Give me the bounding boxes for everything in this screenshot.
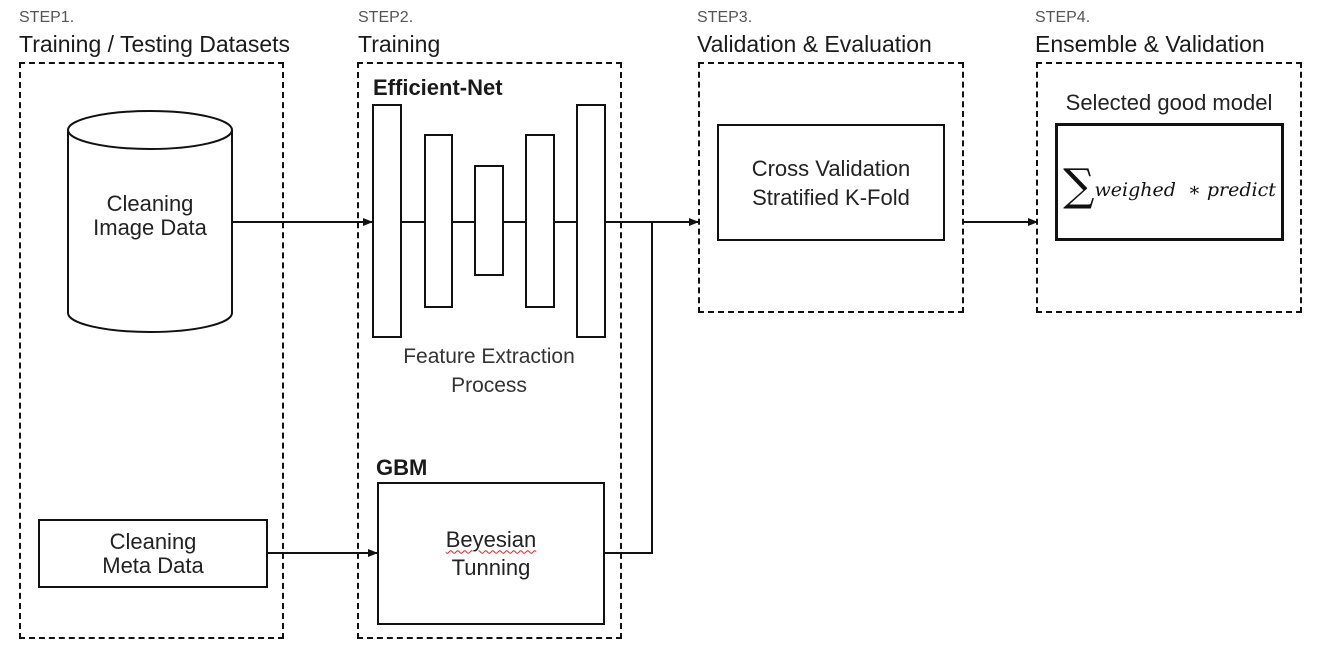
step3-title: Validation & Evaluation	[697, 31, 932, 57]
weighted-sum-box: ∑weighed ∗predict	[1055, 123, 1284, 241]
weighted-sum-formula: ∑weighed ∗predict	[1063, 160, 1276, 208]
efficientnet-layer-1	[372, 104, 402, 338]
image-data-label: Cleaning Image Data	[68, 192, 232, 240]
feature-extraction-label: Feature Extraction Process	[373, 342, 605, 400]
efficientnet-layer-4	[525, 134, 555, 308]
efficientnet-layer-2	[424, 134, 453, 308]
feature-extraction-line1: Feature Extraction	[403, 345, 575, 368]
meta-data-box: Cleaning Meta Data	[38, 519, 268, 588]
image-data-cylinder	[67, 110, 233, 333]
step2-container	[357, 62, 622, 639]
meta-data-line1: Cleaning	[109, 528, 197, 554]
step4-title: Ensemble & Validation	[1035, 31, 1265, 57]
formula-term-predict: predict	[1206, 179, 1276, 201]
step1-title: Training / Testing Datasets	[19, 31, 291, 57]
step1-number: STEP1.	[19, 9, 75, 26]
formula-operator: ∗	[1187, 179, 1201, 201]
cross-validation-line2: Stratified K-Fold	[752, 184, 910, 210]
gbm-box-line1: Beyesian	[445, 526, 537, 552]
efficientnet-layer-5	[576, 104, 606, 338]
formula-term-weighed: weighed	[1094, 179, 1176, 201]
image-data-line2: Image Data	[93, 215, 207, 240]
step2-number: STEP2.	[358, 9, 414, 26]
efficientnet-label: Efficient-Net	[373, 75, 503, 100]
cross-validation-line1: Cross Validation	[751, 155, 911, 181]
gbm-box: Beyesian Tunning	[377, 482, 605, 625]
step3-container	[698, 62, 964, 313]
step3-number: STEP3.	[697, 9, 753, 26]
cross-validation-box: Cross Validation Stratified K-Fold	[717, 124, 945, 241]
step4-container	[1036, 62, 1302, 313]
image-data-line1: Cleaning	[106, 191, 194, 216]
step4-number: STEP4.	[1035, 9, 1091, 26]
gbm-box-line2: Tunning	[451, 554, 531, 580]
meta-data-line2: Meta Data	[102, 552, 204, 578]
selected-model-caption: Selected good model	[1065, 90, 1273, 115]
gbm-label: GBM	[376, 455, 428, 480]
feature-extraction-line2: Process	[451, 374, 527, 397]
efficientnet-layer-3	[474, 165, 504, 276]
step1-container	[19, 62, 284, 639]
sigma-symbol: ∑	[1063, 160, 1095, 211]
step2-title: Training	[358, 31, 441, 57]
